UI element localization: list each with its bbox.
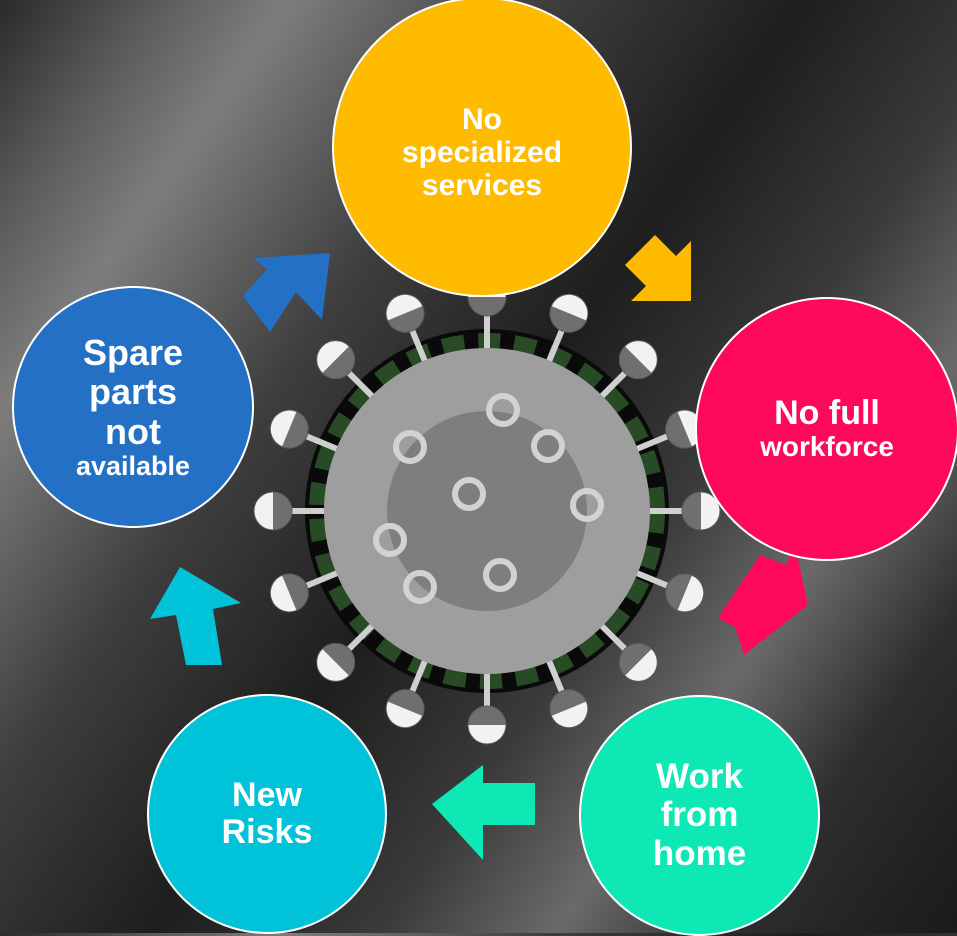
node-label-line: home	[652, 833, 747, 873]
node-label-line: from	[660, 795, 739, 835]
virus-knob	[549, 689, 594, 734]
virus-spike	[633, 569, 673, 591]
arrow-icon-5	[243, 253, 330, 332]
virus-spot	[452, 477, 486, 511]
node-label-line: workforce	[760, 431, 894, 463]
arrow-icon-1	[625, 235, 691, 301]
node-label-line: services	[421, 168, 543, 202]
virus-spike	[301, 569, 341, 591]
virus-icon	[253, 277, 721, 745]
virus-spot	[483, 558, 517, 592]
node-label-line: Work	[656, 756, 743, 796]
virus-spot	[531, 429, 565, 463]
virus-knob	[380, 288, 425, 333]
virus-spike	[407, 657, 429, 697]
virus-spot	[403, 570, 437, 604]
virus-spot	[486, 393, 520, 427]
virus-knob	[253, 491, 293, 531]
virus-knob	[549, 288, 594, 333]
node-label-line: available	[75, 450, 191, 481]
virus-spike	[545, 657, 567, 697]
virus-spike	[633, 431, 673, 453]
node-label-line: not	[105, 410, 161, 452]
node-label-line: Spare	[82, 331, 184, 373]
node-label-line: parts	[88, 371, 177, 413]
node-label-line: No	[461, 102, 502, 136]
virus-spike	[301, 431, 341, 453]
virus-spot	[373, 523, 407, 557]
node-work-from-home: Work from home	[579, 695, 820, 936]
arrow-icon-3	[432, 765, 535, 860]
virus-knob	[380, 689, 425, 734]
node-no-specialized-services: No specialized services	[332, 0, 632, 297]
virus-spot	[393, 430, 427, 464]
node-label-line: No full	[774, 393, 880, 432]
virus-knob	[264, 573, 309, 618]
virus-knob	[618, 332, 666, 380]
virus-knob	[467, 705, 507, 745]
node-label-line: New	[232, 775, 302, 814]
virus-spot	[570, 488, 604, 522]
node-label-line: specialized	[401, 135, 563, 169]
virus-knob	[308, 332, 356, 380]
virus-spike	[545, 325, 567, 365]
node-label-line: Risks	[221, 813, 313, 851]
virus-spike	[407, 325, 429, 365]
virus-spike	[598, 367, 631, 400]
virus-knob	[681, 491, 721, 531]
node-no-full-workforce: No full workforce	[695, 297, 957, 561]
virus-knob	[665, 573, 710, 618]
virus-knob	[264, 404, 309, 449]
virus-spike	[598, 622, 631, 655]
virus-knob	[618, 642, 666, 690]
node-spare-parts-not-available: Spare parts not available	[12, 286, 254, 528]
arrow-icon-4	[150, 567, 241, 665]
virus-knob	[308, 642, 356, 690]
arrow-icon-2	[718, 545, 808, 655]
node-new-risks: New Risks	[147, 694, 387, 934]
virus-spike	[343, 367, 376, 400]
virus-spike	[343, 622, 376, 655]
